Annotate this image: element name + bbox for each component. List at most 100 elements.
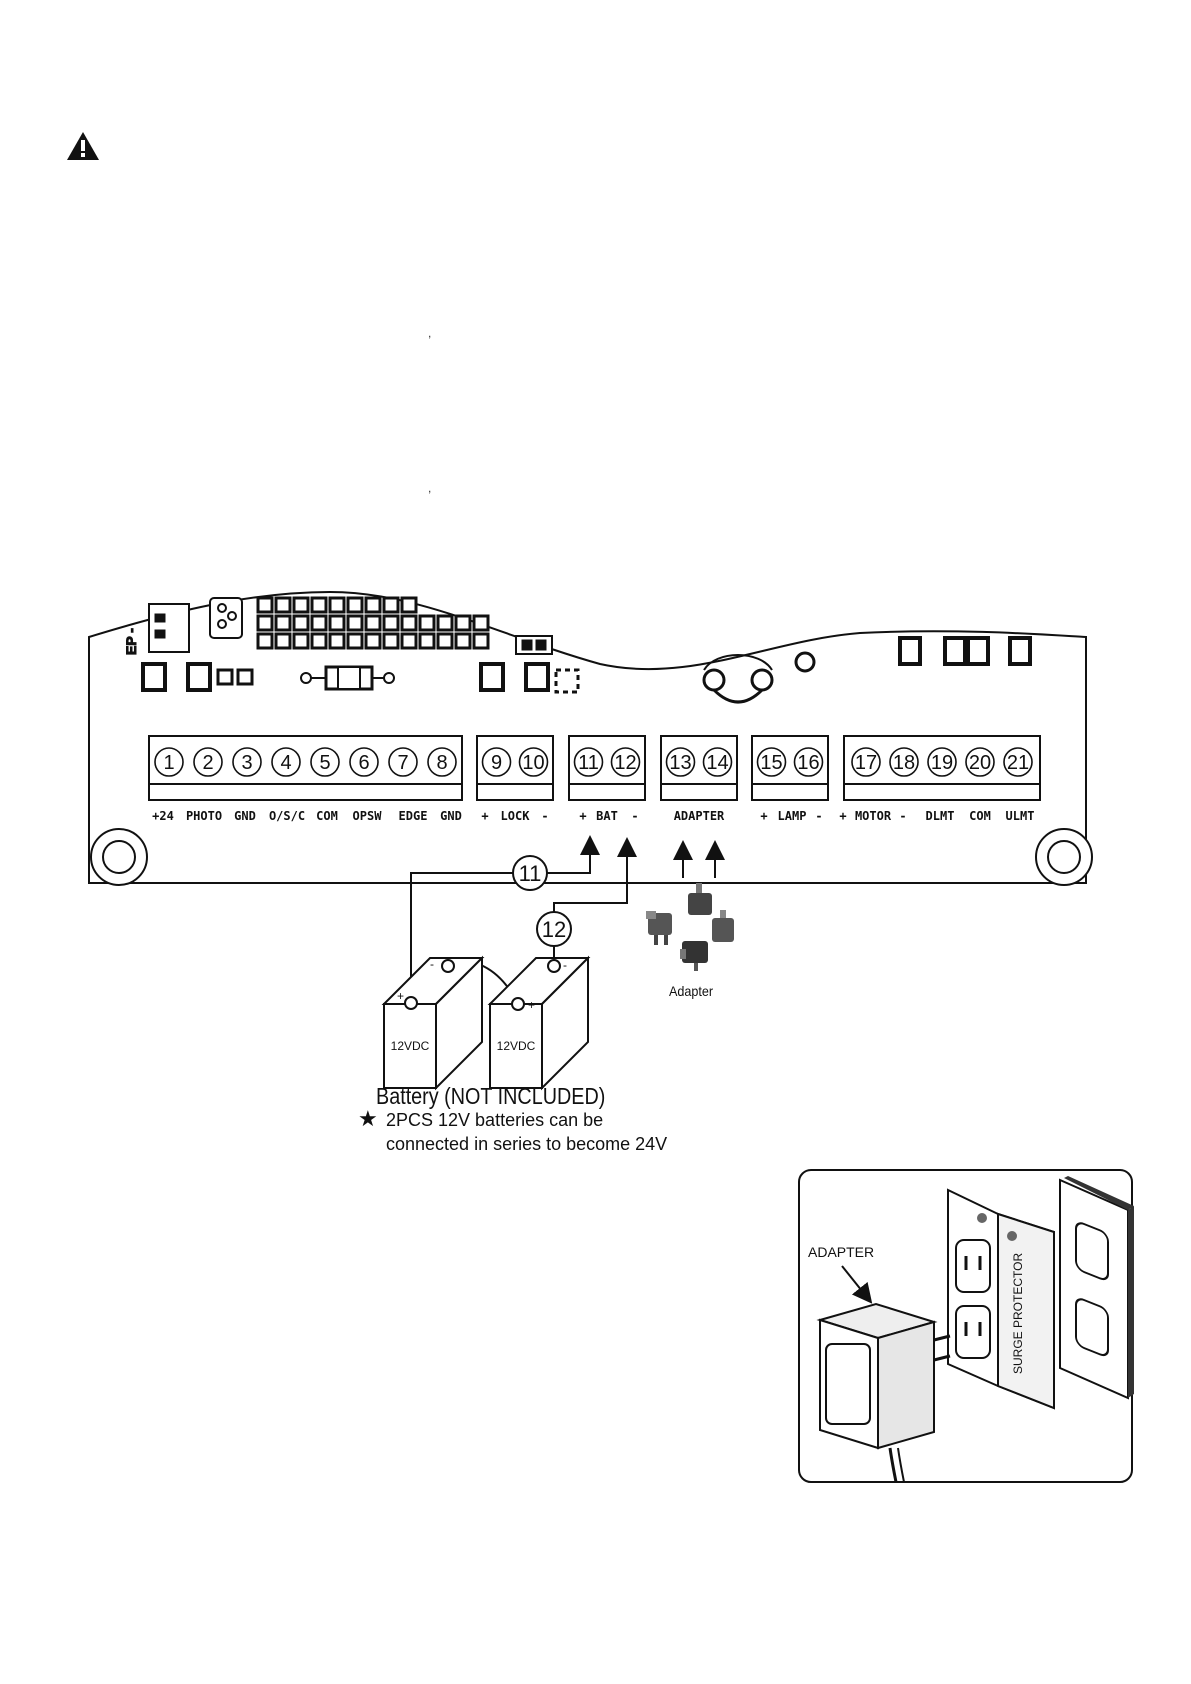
battery-caption: Battery (NOT INCLUDED)	[376, 1083, 606, 1109]
svg-text:12VDC: 12VDC	[497, 1039, 536, 1053]
terminal-block-3: 11 12 + BAT-	[568, 735, 646, 823]
terminal-number: 5	[319, 752, 330, 774]
inset-adapter-label: ADAPTER	[808, 1244, 874, 1260]
terminal-label: -	[815, 809, 822, 823]
terminal-16	[793, 747, 824, 777]
mounting-hole-right	[1035, 828, 1093, 886]
terminal-number: 17	[855, 752, 877, 774]
terminal-number: 18	[893, 752, 915, 774]
terminal-6	[349, 747, 379, 777]
terminal-14	[702, 747, 733, 777]
board-components: EP -	[123, 596, 1032, 704]
svg-text:11: 11	[519, 861, 542, 886]
terminal-label: +24	[152, 809, 174, 823]
svg-text:+: +	[397, 989, 404, 1003]
adapter-inset-illustration: SURGE PROTECTOR ADAPTER	[798, 1169, 1134, 1483]
terminal-label: -	[541, 809, 548, 823]
terminal-9	[481, 747, 512, 777]
terminal-number: 12	[614, 752, 636, 774]
terminal-block-5: 15 16 + LAMP-	[751, 735, 829, 823]
terminal-21	[1003, 747, 1033, 777]
terminal-label: OPSW	[353, 809, 383, 823]
terminal-label: EDGE	[399, 809, 428, 823]
battery-right: + - 12VDC	[487, 955, 591, 1091]
terminal-number: 9	[491, 752, 502, 774]
terminal-12	[610, 747, 641, 777]
svg-text:12VDC: 12VDC	[391, 1039, 430, 1053]
terminal-number: 8	[436, 752, 447, 774]
battery-note-line1: 2PCS 12V batteries can be	[386, 1110, 604, 1130]
terminal-number: 20	[969, 752, 991, 774]
terminal-17	[851, 747, 881, 777]
terminal-number: 3	[241, 752, 252, 774]
terminal-number: 7	[397, 752, 408, 774]
svg-text:-: -	[430, 957, 434, 971]
terminal-10	[518, 747, 549, 777]
warning-icon	[67, 132, 99, 160]
terminal-1	[154, 747, 184, 777]
terminal-label: ULMT	[1006, 809, 1035, 823]
terminal-4	[271, 747, 301, 777]
terminal-label: MOTOR	[855, 809, 892, 823]
svg-text:-: -	[563, 958, 567, 972]
terminal-label: +	[839, 809, 846, 823]
terminal-number: 6	[358, 752, 369, 774]
terminal-number: 19	[931, 752, 953, 774]
terminal-label: DLMT	[926, 809, 955, 823]
terminal-19	[927, 747, 957, 777]
stray-mark: ,	[428, 481, 432, 495]
terminal-label: +	[760, 809, 767, 823]
terminal-number: 13	[669, 752, 691, 774]
battery-left: + - 12VDC	[381, 955, 485, 1091]
terminal-label: ADAPTER	[674, 809, 725, 823]
terminal-number: 10	[522, 752, 544, 774]
terminal-label: PHOTO	[186, 809, 222, 823]
terminal-11	[573, 747, 604, 777]
svg-text:+: +	[528, 998, 535, 1012]
terminal-label: GND	[234, 809, 256, 823]
callout-12: 12	[536, 911, 572, 947]
terminal-number: 1	[163, 752, 174, 774]
terminal-label: +	[579, 809, 586, 823]
terminal-label: O/S/C	[269, 809, 305, 823]
terminal-label: LAMP	[778, 809, 807, 823]
terminal-number: 16	[797, 752, 819, 774]
terminal-label: -	[899, 809, 906, 823]
board-fragment-label: EP -	[123, 628, 139, 655]
terminal-number: 11	[578, 752, 599, 774]
terminal-13	[665, 747, 696, 777]
battery-note-line2: connected in series to become 24V	[386, 1134, 668, 1154]
terminal-label: COM	[969, 809, 991, 823]
terminal-20	[965, 747, 995, 777]
terminal-number: 14	[706, 752, 728, 774]
pin-header	[256, 596, 490, 650]
callout-11: 11	[512, 855, 548, 891]
terminal-label: -	[631, 809, 638, 823]
terminal-label: BAT	[596, 809, 618, 823]
adapter-plugs-illustration	[646, 883, 734, 971]
terminal-15	[756, 747, 787, 777]
terminal-block-2: 9 10 + LOCK-	[476, 735, 554, 823]
terminal-2	[193, 747, 223, 777]
terminal-label: COM	[316, 809, 338, 823]
surge-protector-label: SURGE PROTECTOR	[1011, 1253, 1025, 1374]
adapter-caption: Adapter	[669, 983, 714, 999]
stray-mark: ,	[428, 326, 432, 340]
adapter-arrows	[673, 840, 725, 878]
terminal-number: 4	[280, 752, 291, 774]
terminal-7	[388, 747, 418, 777]
svg-text:12: 12	[542, 917, 566, 942]
terminal-number: 2	[202, 752, 213, 774]
star-icon: ★	[358, 1106, 378, 1131]
mounting-hole-left	[90, 828, 148, 886]
terminal-label: GND	[440, 809, 462, 823]
terminal-5	[310, 747, 340, 777]
terminal-label: LOCK	[501, 809, 531, 823]
terminal-18	[889, 747, 919, 777]
terminal-number: 15	[760, 752, 782, 774]
terminal-label: +	[481, 809, 488, 823]
